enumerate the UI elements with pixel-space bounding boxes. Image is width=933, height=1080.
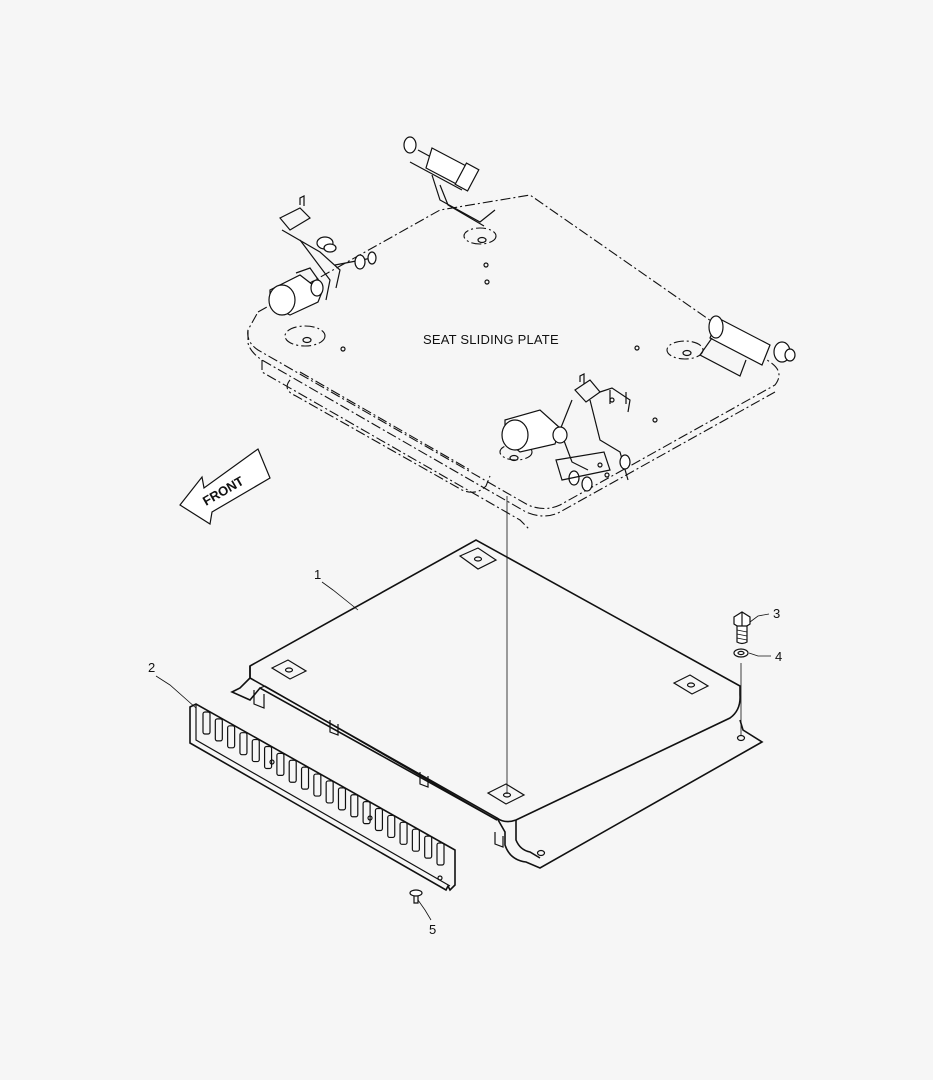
louver-slots	[202, 711, 445, 866]
louver-slot	[399, 821, 408, 845]
louver-slot	[227, 725, 236, 749]
bolt	[733, 611, 751, 645]
louver-slot	[325, 780, 334, 804]
louver-slot	[411, 828, 420, 852]
right-slider-rod	[699, 315, 796, 377]
louver-slot	[436, 842, 445, 866]
louver-slot	[276, 752, 285, 776]
callout-4: 4	[775, 649, 782, 664]
washer	[733, 648, 749, 658]
louver-slot	[362, 801, 371, 825]
louver-slot	[288, 759, 297, 783]
mounting-plate	[230, 539, 764, 869]
seat-sliding-plate-title: SEAT SLIDING PLATE	[423, 332, 559, 347]
louver-slot	[214, 718, 223, 742]
louver-slot	[337, 787, 347, 811]
louver-slot	[374, 807, 384, 832]
seat-sliding-plate-assembly: SEAT SLIDING PLATE	[247, 136, 796, 531]
louver-slot	[239, 732, 248, 756]
callout-2: 2	[148, 660, 155, 675]
right-lock-lever	[501, 373, 631, 492]
louver-slot	[251, 738, 260, 763]
louver-slot	[424, 835, 433, 859]
louvered-cover	[189, 703, 456, 892]
front-direction-arrow: FRONT	[179, 448, 271, 525]
rear-slider-rod	[403, 136, 496, 227]
callout-5: 5	[429, 922, 436, 937]
louver-slot	[202, 711, 211, 735]
louver-slot	[387, 814, 396, 839]
callout-3: 3	[773, 606, 780, 621]
louver-slot	[263, 745, 273, 770]
louver-slot	[350, 794, 359, 818]
louver-slot	[313, 773, 322, 797]
callout-1: 1	[314, 567, 321, 582]
left-lock-lever	[268, 195, 377, 316]
louver-slot	[300, 766, 310, 790]
callout-leaders	[155, 581, 771, 921]
screw	[409, 889, 423, 904]
